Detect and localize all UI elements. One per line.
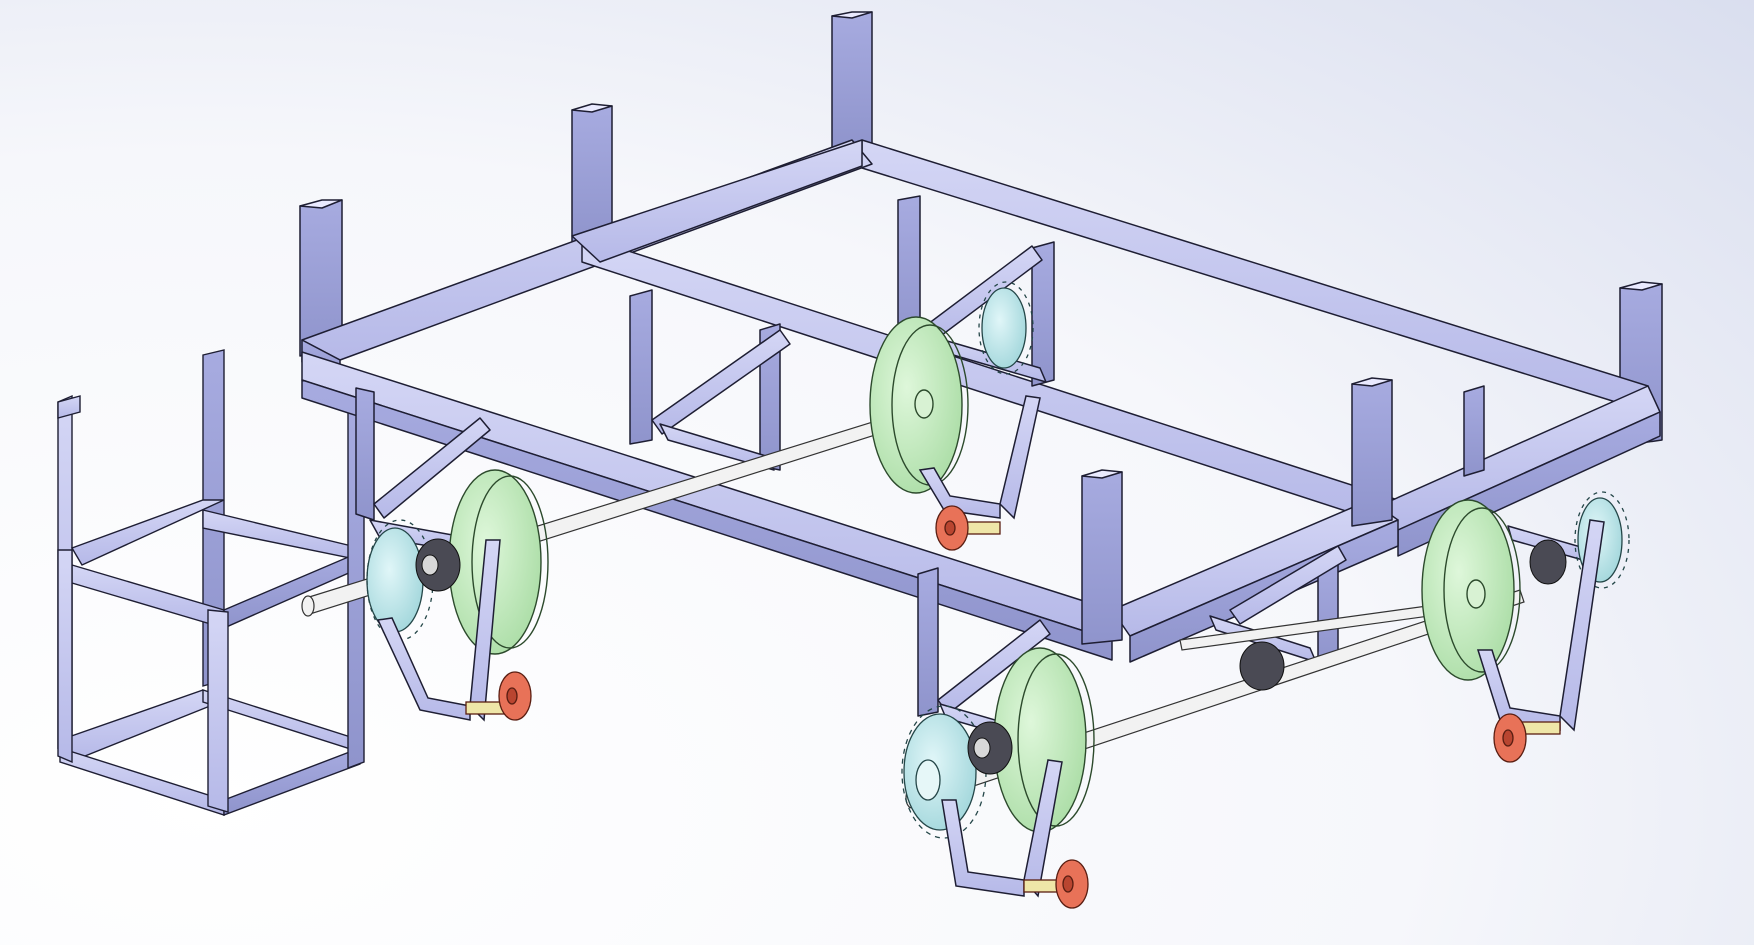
post-front-center-cap [1081, 469, 1123, 479]
arm-back-right [999, 395, 1041, 520]
pulley-far-right-hub [1466, 579, 1486, 609]
arm-far-right-b [1559, 519, 1605, 732]
bearing-front-inner [973, 737, 991, 759]
post-top-center [831, 11, 873, 151]
cage-upper-ring-back [70, 499, 225, 566]
leg-front-mid [917, 567, 939, 717]
sprocket-back-teeth [978, 281, 1034, 375]
bearing-rear-inner [421, 554, 439, 576]
leg-rear-left [355, 387, 375, 521]
brace-rear-left [373, 417, 491, 519]
rear-axle-end [301, 595, 315, 617]
wheel-front-hole [1062, 875, 1074, 893]
leg-mid-left [629, 289, 653, 445]
wheel-far-right-hole [1502, 729, 1514, 747]
sprocket-front-hub [915, 759, 941, 801]
bearing-far-right [1529, 539, 1567, 585]
wheel-back-hole [944, 520, 956, 536]
post-far-left-cap [299, 199, 343, 209]
post-front-right-cap [1351, 377, 1393, 387]
bearings [415, 538, 1567, 775]
cage-post-top-left [57, 395, 81, 419]
post-front-center [1081, 471, 1123, 645]
sprocket-rear [366, 527, 424, 633]
rail-mid-left [571, 139, 863, 263]
post-rear-left-cap [571, 103, 613, 113]
pulley-front-rim [1017, 653, 1095, 827]
bearing-mid [1239, 641, 1285, 691]
brace-front-right [1229, 545, 1347, 625]
cage-post-front-left [57, 549, 73, 764]
leg-far-right-a [1463, 385, 1485, 477]
post-front-right [1351, 379, 1393, 527]
post-top-center-cap [831, 11, 873, 19]
suspension-arms [376, 395, 1605, 898]
sprocket-far-right-teeth [1574, 491, 1630, 589]
guide-wheels [465, 505, 1561, 909]
mount-plate-mid [659, 423, 775, 471]
pulley-far-right-rim [1443, 507, 1521, 673]
arm-rear-right [469, 539, 501, 722]
sprocket-front [903, 713, 977, 831]
brace-mid [651, 329, 791, 435]
rail-front-side [301, 379, 1113, 661]
post-far-right-cap [1619, 281, 1663, 291]
pulley-rear-rim [471, 475, 549, 649]
cage-post-front-mid [207, 609, 229, 813]
wheel-rear-hole [506, 687, 518, 705]
sprocket-back [981, 287, 1027, 369]
pulley-back-hub [914, 389, 934, 419]
